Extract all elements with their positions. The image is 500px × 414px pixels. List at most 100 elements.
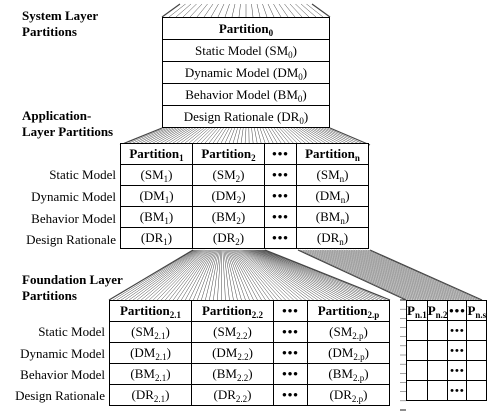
fan-line <box>119 127 163 146</box>
subtable-depth <box>400 299 406 411</box>
app-cell: (DR1) <box>120 227 193 249</box>
fan-line <box>140 249 202 301</box>
fan-line <box>270 127 283 146</box>
fan-line <box>182 127 205 146</box>
fan-line <box>236 249 278 301</box>
fan-line <box>175 3 192 18</box>
fan-line <box>244 127 247 146</box>
fan-line <box>223 127 233 146</box>
mini-header-pn2: Pn.2 <box>426 300 449 321</box>
fan-line <box>314 249 424 301</box>
mini-cell <box>466 380 488 401</box>
app-cell-ellipsis: ••• <box>264 206 297 228</box>
fan-line <box>190 127 210 146</box>
fan-line <box>203 3 214 18</box>
fnd-cell-ellipsis: ••• <box>273 321 308 343</box>
fan-line <box>156 249 206 301</box>
fan-line <box>240 249 294 301</box>
fan-line <box>262 249 383 301</box>
fan-line <box>255 249 354 301</box>
fan-line <box>321 127 358 146</box>
fan-line <box>299 127 325 146</box>
fan-line <box>327 127 366 146</box>
app-cell: (DMn) <box>296 185 369 207</box>
fan-line <box>304 127 333 146</box>
fan-line <box>242 249 302 301</box>
fan-line <box>165 127 193 146</box>
fan-line <box>228 249 250 301</box>
fan-line <box>265 127 275 146</box>
app-header-partition-1: Partition1 <box>120 143 193 165</box>
fan-line <box>136 127 174 146</box>
fan-line <box>128 249 199 301</box>
fan-line <box>319 249 429 301</box>
fan-line <box>149 127 182 146</box>
fan-line <box>144 249 203 301</box>
fnd-cell: (DR2.p) <box>307 384 390 406</box>
fan-line <box>244 249 310 301</box>
fan-line <box>161 3 181 18</box>
foundation-partition-table: Partition2.1 Partition2.2 ••• Partition2… <box>109 300 390 406</box>
mini-header-pns: Pn.s <box>466 300 488 321</box>
fnd-row-label-design: Design Rationale <box>15 388 105 403</box>
fan-line <box>140 127 177 146</box>
fan-line <box>262 127 271 146</box>
fan-line <box>287 127 308 146</box>
fan-line <box>253 249 346 301</box>
fan-line <box>251 127 254 146</box>
fan-line <box>276 127 292 146</box>
app-cell: (SM2) <box>192 164 265 186</box>
system-layer-label: System Layer Partitions <box>22 8 99 39</box>
system-static-model-cell: Static Model (SM0) <box>162 39 330 62</box>
app-cell-ellipsis: ••• <box>264 227 297 249</box>
mini-cell <box>426 320 449 341</box>
fan-line <box>309 249 419 301</box>
fnd-cell: (DM2.2) <box>191 342 274 364</box>
fan-line <box>261 249 379 301</box>
fan-line <box>144 127 179 146</box>
fan-line <box>362 249 475 301</box>
fan-line <box>341 249 452 301</box>
fan-line <box>213 249 220 301</box>
fan-line <box>300 249 409 301</box>
fan-line <box>198 127 216 146</box>
fan-line <box>262 3 268 18</box>
fan-line <box>245 249 314 301</box>
fan-line <box>345 249 457 301</box>
fan-line <box>243 249 306 301</box>
fan-line <box>365 249 478 301</box>
fan-line <box>282 127 300 146</box>
fan-line <box>367 249 480 301</box>
system-design-rationale-cell: Design Rationale (DR0) <box>162 105 330 128</box>
mini-cell <box>426 360 449 381</box>
fan-line <box>236 127 241 146</box>
fan-line <box>231 249 262 301</box>
fan-line <box>232 249 266 301</box>
fan-line <box>293 127 316 146</box>
fan-line <box>182 3 197 18</box>
fan-line <box>297 249 407 301</box>
fan-line <box>168 3 186 18</box>
fan-line <box>241 249 298 301</box>
fnd-cell: (DR2.2) <box>191 384 274 406</box>
mini-header-ellipsis: ••• <box>447 300 468 321</box>
fan-line <box>307 127 337 146</box>
fan-line <box>205 249 218 301</box>
fan-line <box>201 249 217 301</box>
fan-line <box>350 249 462 301</box>
app-cell: (SMn) <box>296 164 369 186</box>
fnd-cell: (DM2.1) <box>109 342 192 364</box>
fan-line <box>302 249 412 301</box>
fan-line <box>120 249 197 301</box>
mini-cell <box>406 320 428 341</box>
fan-line <box>196 3 208 18</box>
system-behavior-model-cell: Behavior Model (BM0) <box>162 83 330 106</box>
mini-cell-ellipsis: ••• <box>447 320 468 341</box>
fnd-row-label-dynamic: Dynamic Model <box>20 346 105 361</box>
fan-line <box>193 249 215 301</box>
mini-cell <box>466 360 488 381</box>
system-dynamic-model-cell: Dynamic Model (DM0) <box>162 61 330 84</box>
fan-line <box>161 127 191 146</box>
fan-line <box>321 249 432 301</box>
